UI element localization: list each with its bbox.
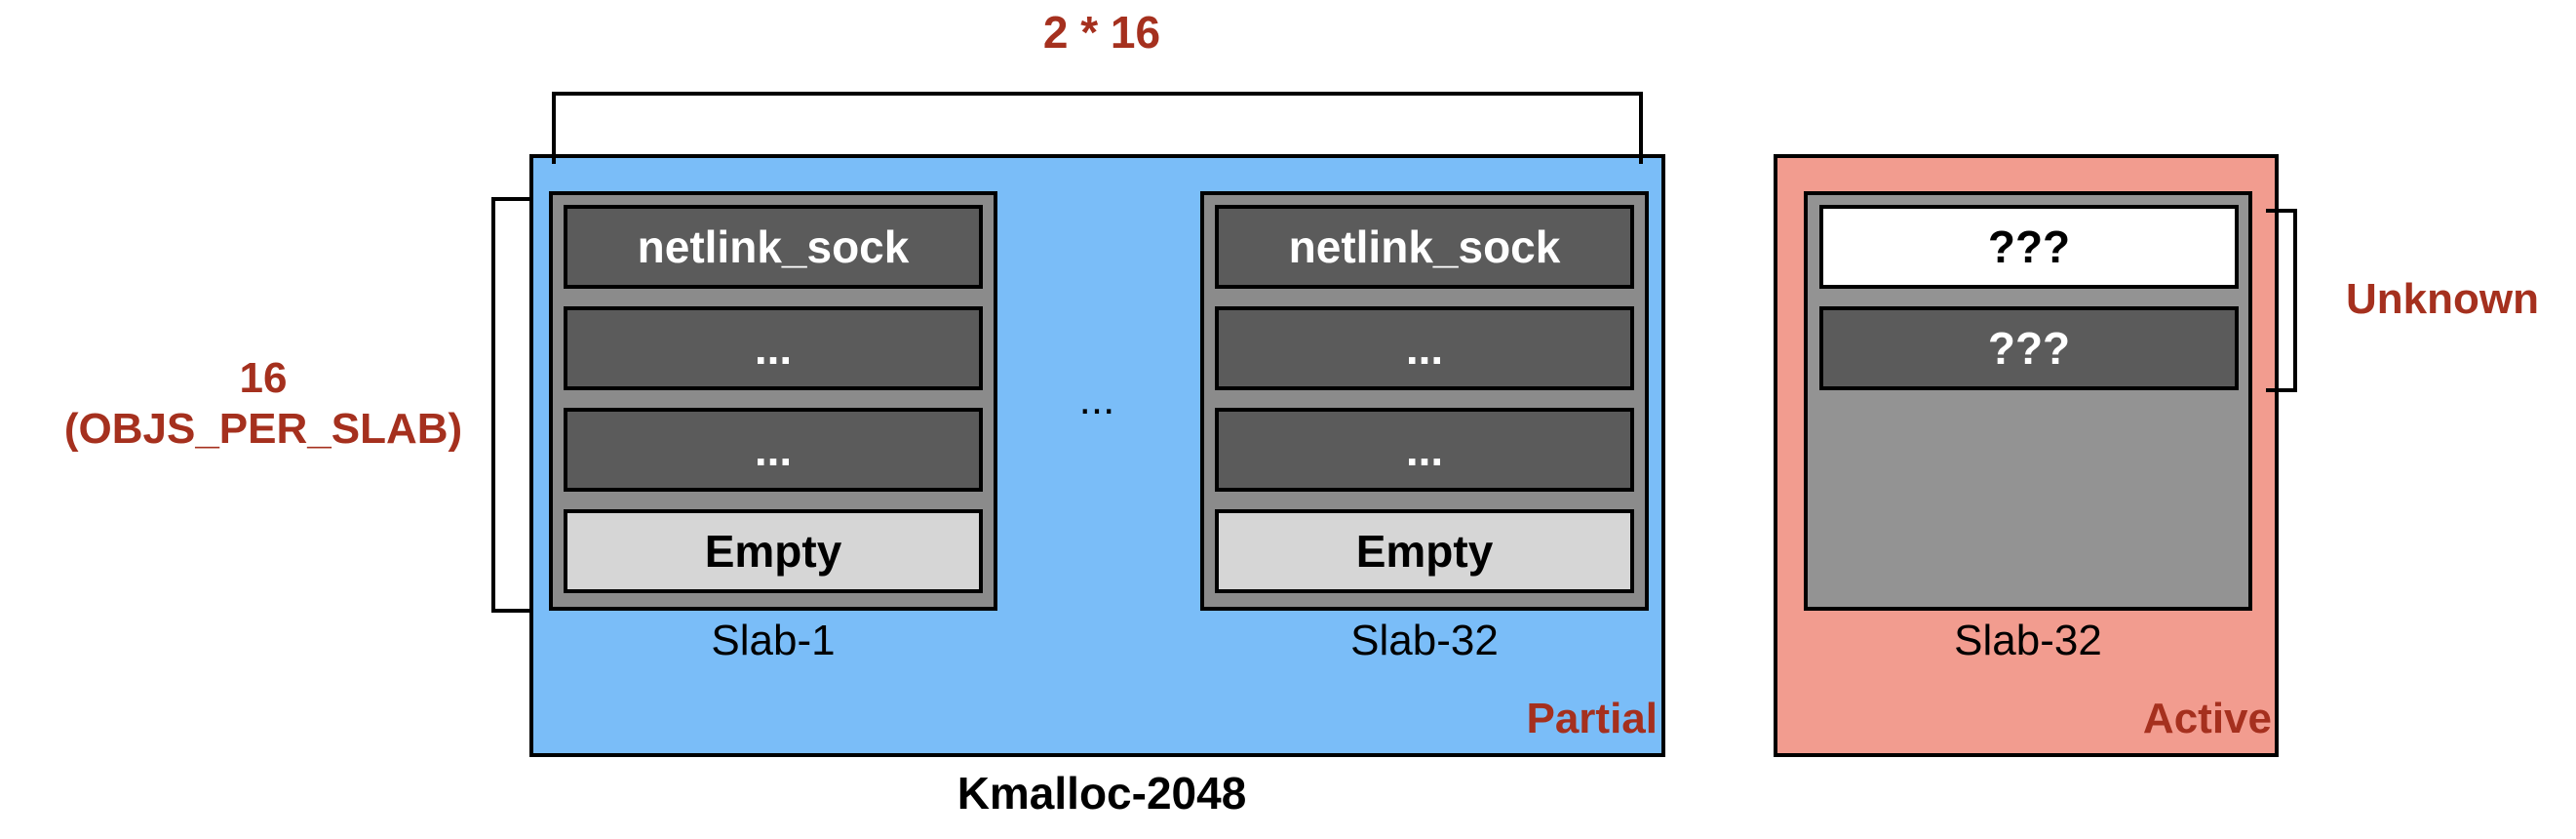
slab-1-object-1: netlink_sock: [564, 205, 983, 289]
active-slab-label: Slab-32: [1954, 617, 2102, 664]
left-bracket: [491, 197, 531, 613]
slab-32-object-1: netlink_sock: [1215, 205, 1634, 289]
active-object-2: ???: [1819, 306, 2239, 390]
left-bracket-label: 16 (OBJS_PER_SLAB): [39, 353, 488, 455]
partial-tag: Partial: [1526, 695, 1658, 742]
slab-1-object-2: ...: [564, 306, 983, 390]
active-object-1: ???: [1819, 205, 2239, 289]
active-tag: Active: [2142, 695, 2272, 742]
slab-ellipsis: ...: [1078, 376, 1115, 423]
unknown-bracket-label: Unknown: [2346, 275, 2539, 323]
slab-32-object-2: ...: [1215, 306, 1634, 390]
left-bracket-constant: (OBJS_PER_SLAB): [63, 405, 463, 453]
top-bracket-label: 2 * 16: [1042, 7, 1161, 58]
top-bracket: [552, 92, 1643, 164]
unknown-bracket: [2266, 209, 2297, 392]
cache-name-label: Kmalloc-2048: [956, 768, 1247, 819]
slab-1-object-3: ...: [564, 408, 983, 492]
slab-32-object-3: ...: [1215, 408, 1634, 492]
slab-32-label: Slab-32: [1350, 617, 1499, 664]
slab-32-empty-object: Empty: [1215, 509, 1634, 593]
left-bracket-count: 16: [239, 354, 288, 402]
slab-1-label: Slab-1: [711, 617, 836, 664]
slab-1-empty-object: Empty: [564, 509, 983, 593]
